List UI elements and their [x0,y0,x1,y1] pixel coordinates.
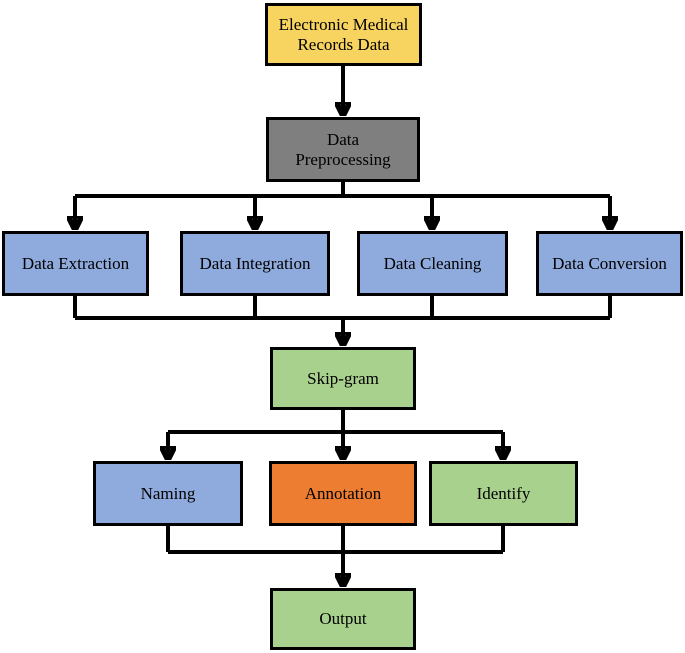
edges-stages-to-skipgram [73,295,612,346]
node-label: Electronic Medical Records Data [278,14,409,54]
node-label: Data Cleaning [383,253,482,273]
node-skip-gram: Skip-gram [270,347,416,410]
node-data-preprocessing: Data Preprocessing [266,117,420,182]
node-label: Identify [476,483,531,503]
node-data-conversion: Data Conversion [536,231,683,296]
node-label: Data Extraction [21,253,130,273]
edges-skipgram-to-tasks [168,409,503,460]
node-data-cleaning: Data Cleaning [357,231,508,296]
node-label: Annotation [304,483,382,503]
node-data-integration: Data Integration [180,231,330,296]
node-identify: Identify [429,461,578,526]
node-label: Data Preprocessing [295,129,391,169]
edges-preprocessing-to-stages [75,181,610,230]
node-label: Naming [140,483,196,503]
node-label: Output [319,609,367,629]
node-annotation: Annotation [269,461,417,526]
node-electronic-medical-records-data: Electronic Medical Records Data [265,3,422,66]
edges-tasks-to-output [166,525,505,587]
node-data-extraction: Data Extraction [2,231,149,296]
node-label: Data Conversion [552,253,667,273]
node-output: Output [270,588,416,650]
node-label: Skip-gram [307,368,379,388]
node-naming: Naming [93,461,243,526]
node-label: Data Integration [199,253,311,273]
